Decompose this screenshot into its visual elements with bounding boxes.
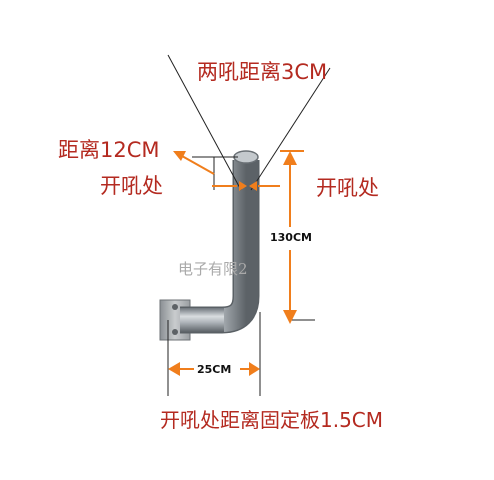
hole-position-left-label: 开吼处 — [100, 174, 163, 198]
width-dimension-label: 25CM — [197, 363, 232, 376]
watermark: 电子有限2 — [178, 260, 248, 278]
distance-12cm-label: 距离12CM — [58, 138, 160, 162]
l-bracket-pipe — [180, 150, 260, 334]
hole-to-plate-label: 开吼处距离固定板1.5CM — [160, 408, 384, 432]
dimension-arrows — [168, 150, 304, 376]
hole-position-right-label: 开吼处 — [316, 176, 379, 200]
reference-lines — [167, 54, 331, 396]
height-dimension-label: 130CM — [270, 231, 312, 244]
hole-spacing-label: 两吼距离3CM — [197, 60, 328, 84]
